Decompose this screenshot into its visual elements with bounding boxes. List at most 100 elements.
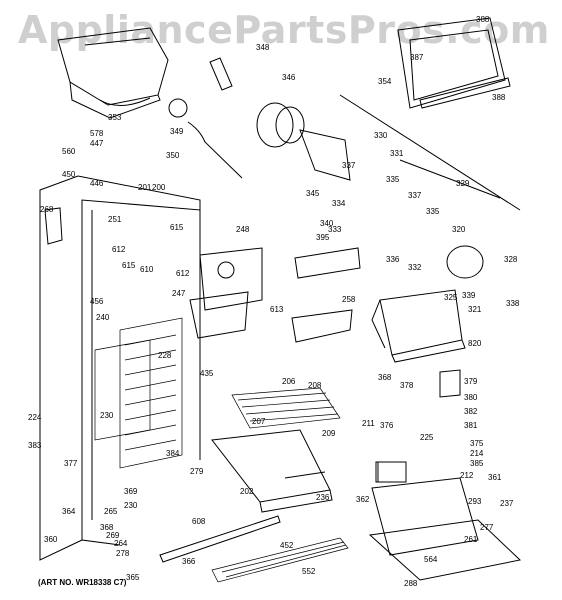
frame-rail-part <box>159 515 281 563</box>
part-callout: 336 <box>386 255 400 264</box>
linkage-rod <box>339 94 521 211</box>
part-callout: 446 <box>90 179 104 188</box>
part-callout: 385 <box>470 459 484 468</box>
part-callout: 456 <box>90 297 104 306</box>
part-callout: 332 <box>408 263 422 272</box>
kickplate-grille-part <box>211 537 349 583</box>
part-callout: 208 <box>308 381 322 390</box>
part-callout: 387 <box>410 53 424 62</box>
part-callout: 339 <box>462 291 476 300</box>
part-callout: 340 <box>320 219 334 228</box>
part-callout: 362 <box>356 495 370 504</box>
part-callout: 612 <box>176 269 190 278</box>
watermark: AppliancePartsPros.com <box>18 8 550 52</box>
part-callout: 450 <box>62 170 76 179</box>
part-callout: 278 <box>116 549 130 558</box>
small-parts <box>44 207 484 483</box>
part-callout: 293 <box>468 497 482 506</box>
part-callout: 615 <box>170 223 184 232</box>
part-callout: 366 <box>182 557 196 566</box>
part-callout: 202 <box>240 487 254 496</box>
linkage-wire <box>399 159 501 199</box>
part-callout: 365 <box>126 573 140 582</box>
part-callout: 388 <box>476 15 490 24</box>
shelf-part <box>231 387 341 429</box>
part-callout: 335 <box>386 175 400 184</box>
part-callout: 376 <box>380 421 394 430</box>
part-callout: 375 <box>470 439 484 448</box>
part-callout: 236 <box>316 493 330 502</box>
crisper-pan-part <box>211 429 333 513</box>
part-callout: 378 <box>400 381 414 390</box>
part-callout: 211 <box>362 419 375 428</box>
part-callout: 383 <box>28 441 42 450</box>
part-callout: 364 <box>62 507 76 516</box>
part-callout: 379 <box>464 377 478 386</box>
part-callout: 214 <box>470 449 484 458</box>
door-dispenser-part <box>397 17 511 109</box>
part-callout: 335 <box>426 207 440 216</box>
part-callout: 200 <box>152 183 166 192</box>
part-callout: 251 <box>108 215 122 224</box>
ice-maker-part <box>371 289 466 363</box>
part-callout: 269 <box>106 531 120 540</box>
part-callout: 560 <box>62 147 76 156</box>
part-callout: 247 <box>172 289 186 298</box>
part-callout: 209 <box>322 429 336 438</box>
part-callout: 345 <box>306 189 320 198</box>
part-callout: 368 <box>378 373 392 382</box>
part-callout: 334 <box>332 199 346 208</box>
part-callout: 325 <box>444 293 458 302</box>
part-callout: 377 <box>64 459 78 468</box>
part-callout: 348 <box>256 43 270 52</box>
part-callout: 578 <box>90 129 104 138</box>
part-callout: 435 <box>200 369 214 378</box>
part-callout: 368 <box>100 523 114 532</box>
art-number: (ART NO. WR18338 C7) <box>38 578 127 587</box>
part-callout: 206 <box>282 377 296 386</box>
part-callout: 230 <box>124 501 138 510</box>
part-callout: 277 <box>480 523 494 532</box>
part-callout: 447 <box>90 139 104 148</box>
part-callout: 613 <box>270 305 284 314</box>
part-callout: 248 <box>236 225 250 234</box>
part-callout: 279 <box>190 467 204 476</box>
part-callout: 615 <box>122 261 136 270</box>
part-callout: 388 <box>492 93 506 102</box>
part-callout: 329 <box>456 179 470 188</box>
part-callout: 224 <box>28 413 42 422</box>
part-callout: 268 <box>40 205 54 214</box>
part-callout: 608 <box>192 517 206 526</box>
part-callout: 240 <box>96 313 110 322</box>
part-callout: 212 <box>460 471 474 480</box>
part-callout: 337 <box>342 161 356 170</box>
part-callout: 612 <box>112 245 126 254</box>
part-callout: 264 <box>114 539 128 548</box>
part-callout: 320 <box>452 225 466 234</box>
part-callout: 346 <box>282 73 296 82</box>
part-callout: 610 <box>140 265 154 274</box>
part-callout: 380 <box>464 393 478 402</box>
part-callout: 337 <box>408 191 422 200</box>
auger-motor-part <box>168 57 351 181</box>
part-callout: 564 <box>424 555 438 564</box>
part-callout: 330 <box>374 131 388 140</box>
part-callout: 395 <box>316 233 330 242</box>
part-callout: 381 <box>464 421 478 430</box>
part-callout: 228 <box>158 351 172 360</box>
part-callout: 237 <box>500 499 514 508</box>
part-callout: 225 <box>420 433 434 442</box>
part-callout: 552 <box>302 567 316 576</box>
part-callout: 353 <box>108 113 122 122</box>
part-callout: 207 <box>252 417 266 426</box>
part-callout: 820 <box>468 339 482 348</box>
part-callout: 333 <box>328 225 342 234</box>
part-callout: 201 <box>138 183 152 192</box>
part-callout: 261 <box>464 535 478 544</box>
part-callout: 321 <box>468 305 482 314</box>
evaporator-part <box>94 317 183 469</box>
part-callout: 382 <box>464 407 478 416</box>
